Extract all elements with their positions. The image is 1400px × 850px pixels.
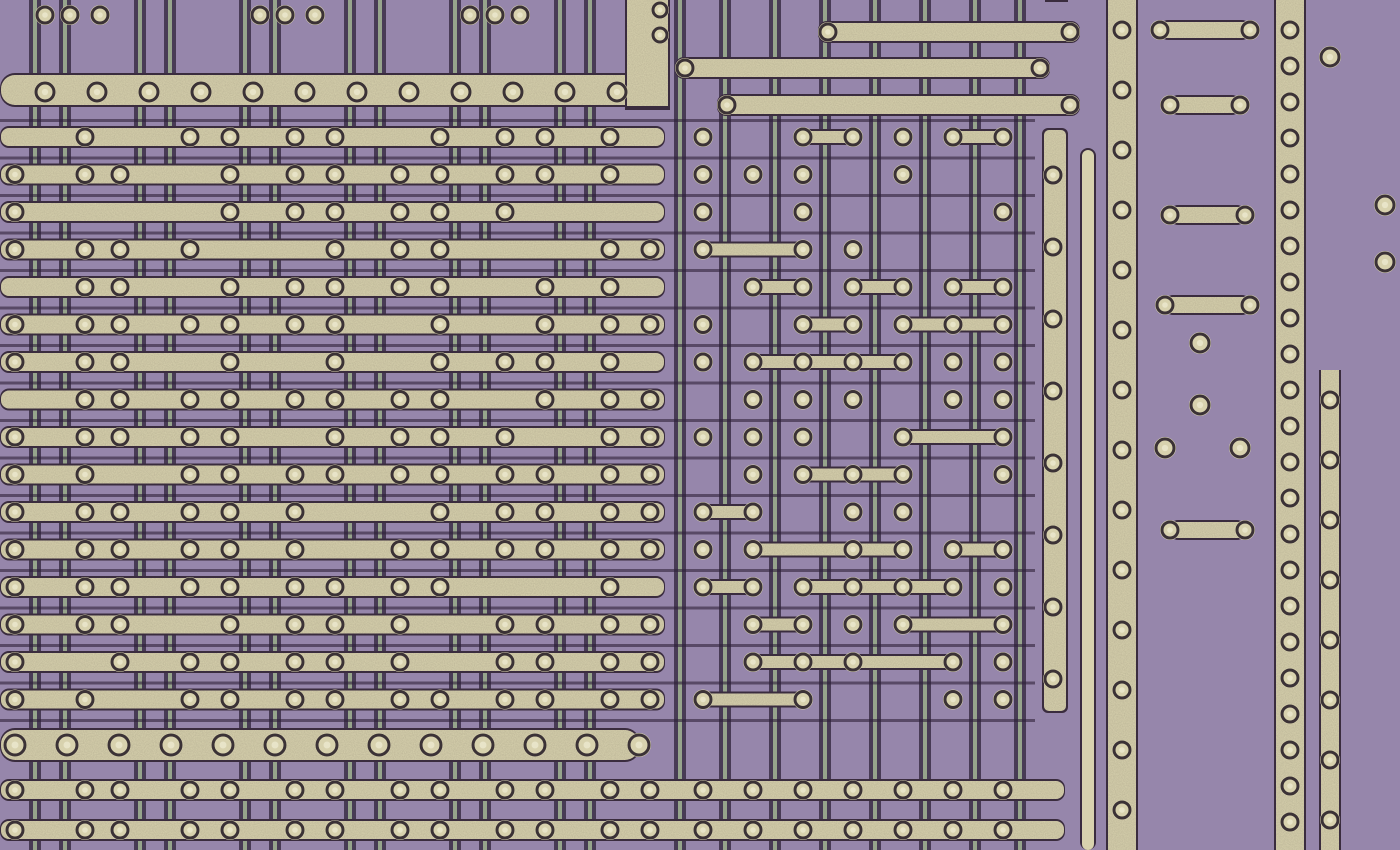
contact-vias — [3, 1, 1396, 840]
